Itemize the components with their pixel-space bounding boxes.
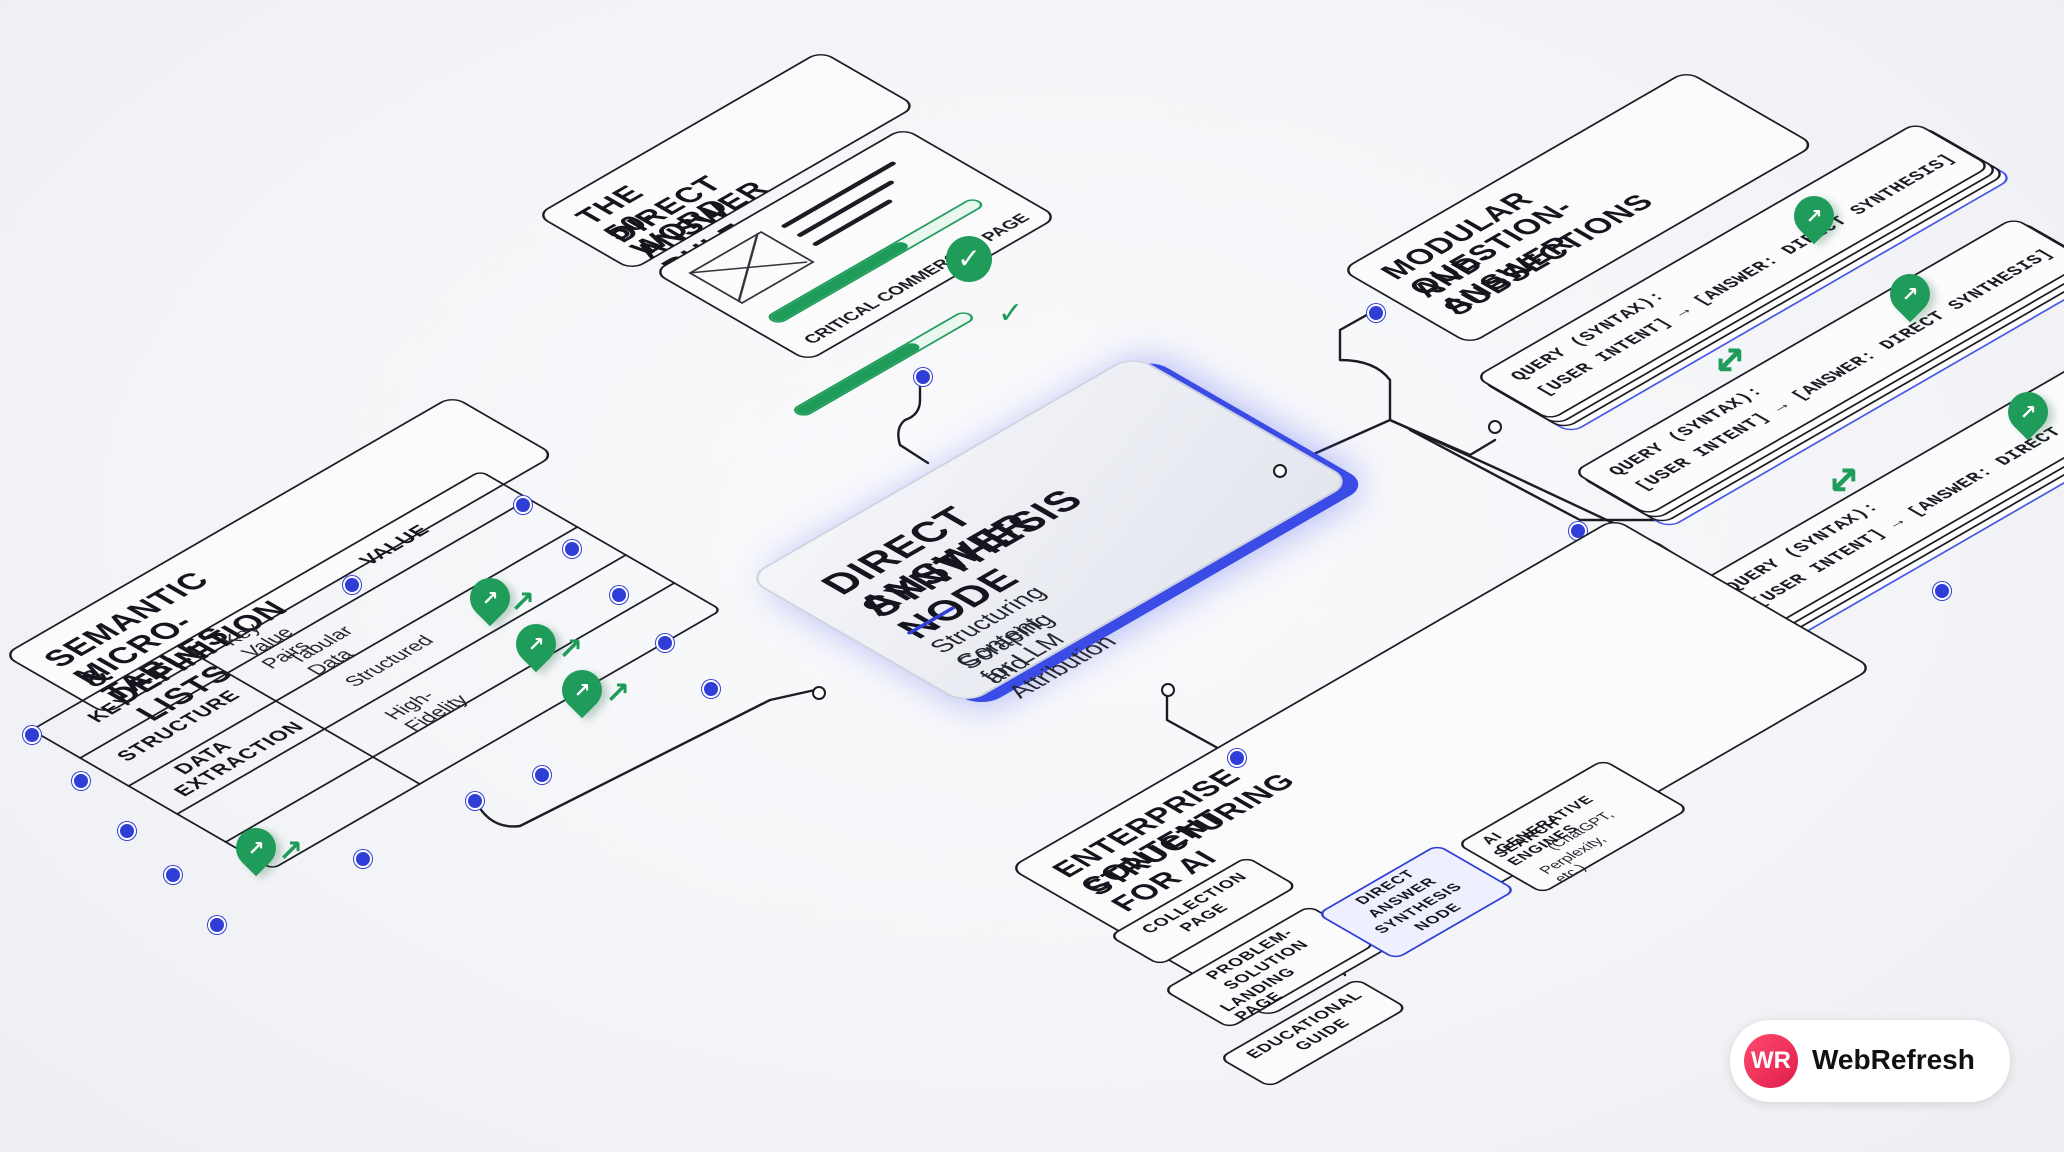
enterprise-node — [1228, 749, 1246, 767]
table-node — [354, 850, 372, 868]
connector-qa-bottom — [1408, 428, 1672, 522]
qa-node — [1933, 582, 1951, 600]
table-node — [533, 766, 551, 784]
arrow-up-right-icon: ↗ — [278, 834, 304, 869]
qa-port — [1488, 420, 1502, 434]
table-node — [343, 576, 361, 594]
connector-center-qa — [1276, 310, 1392, 472]
brand-logo-mark: WR — [1744, 1034, 1798, 1088]
check-icon-small: ✓ — [998, 296, 1024, 331]
table-node — [164, 866, 182, 884]
table-node — [656, 634, 674, 652]
center-right-port — [1273, 464, 1287, 478]
table-node — [702, 680, 720, 698]
table-node — [610, 586, 628, 604]
center-left-port — [812, 686, 826, 700]
arrow-up-right-icon: ↗ — [605, 676, 631, 711]
table-node — [23, 726, 41, 744]
rule-connector-node — [914, 368, 932, 386]
qa-node — [1367, 304, 1385, 322]
table-node — [514, 496, 532, 514]
check-icon: ✓ — [946, 236, 992, 282]
table-node — [563, 540, 581, 558]
connector-center-enterprise — [1165, 688, 1236, 759]
arrow-up-right-icon: ↗ — [510, 585, 536, 620]
table-node — [208, 916, 226, 934]
table-node — [466, 792, 484, 810]
image-placeholder-icon — [688, 231, 815, 304]
table-node — [118, 822, 136, 840]
center-bottom-port — [1161, 683, 1175, 697]
table-node — [72, 772, 90, 790]
brand-name: WebRefresh — [1812, 1044, 1975, 1075]
connector-qa-mid — [1388, 418, 1497, 457]
connector-rule-center — [897, 370, 930, 465]
brand-badge[interactable]: WR WebRefresh — [1730, 1020, 2010, 1102]
arrow-up-right-icon: ↗ — [558, 632, 584, 667]
